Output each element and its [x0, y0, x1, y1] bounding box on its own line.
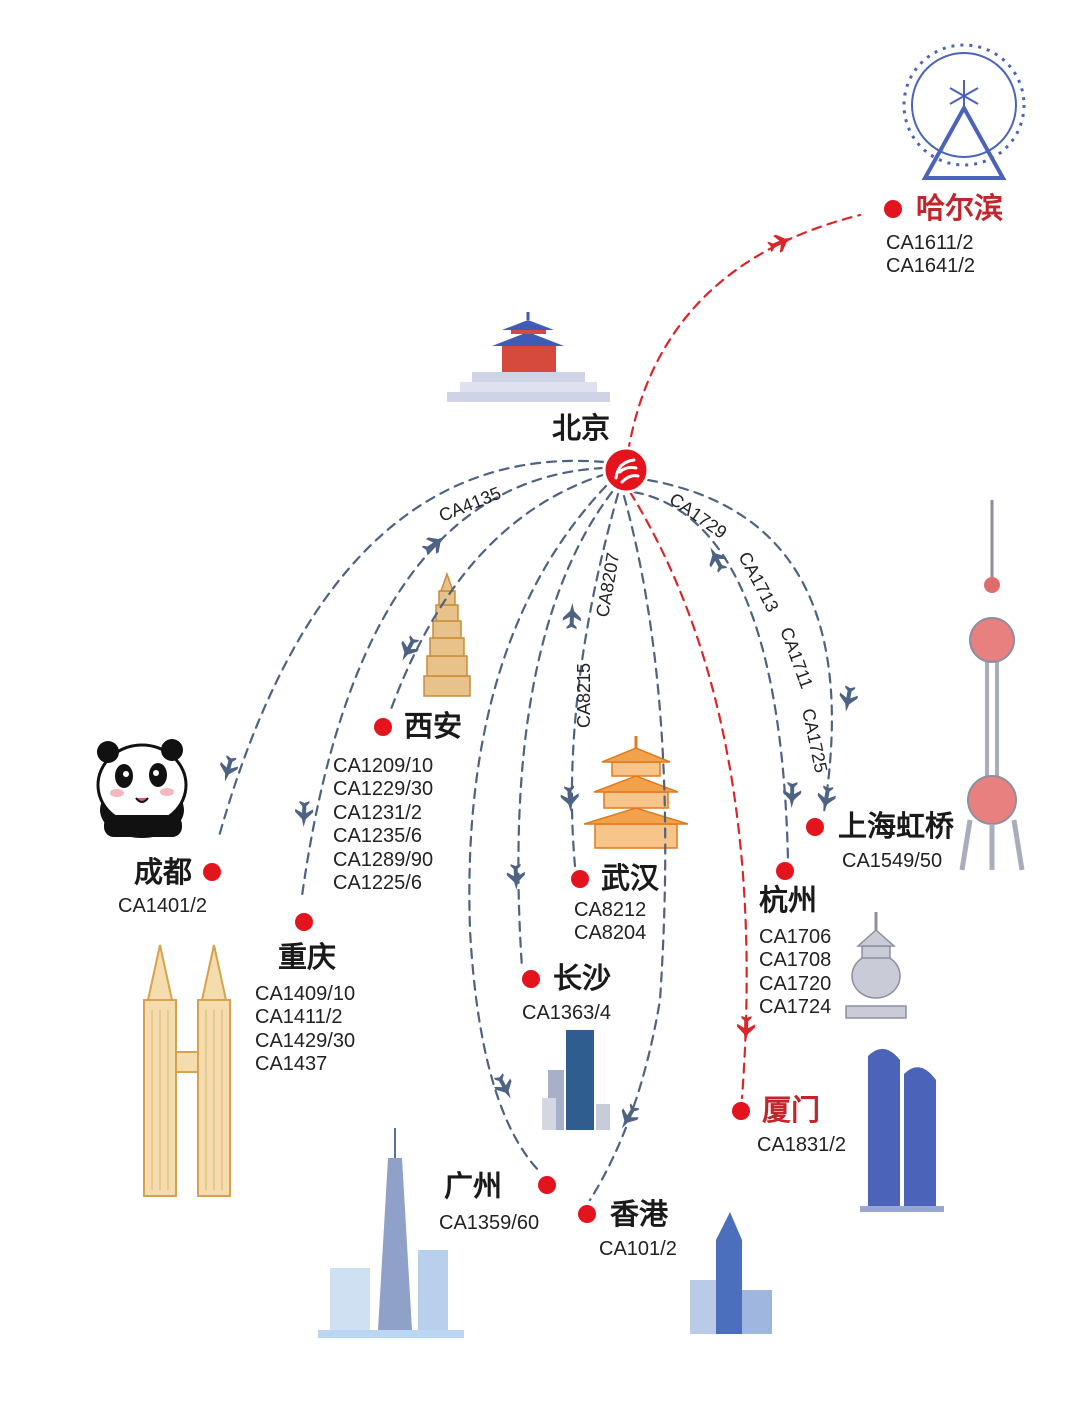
flight-number: CA1549/50 — [842, 850, 943, 872]
flight-number: CA1229/30 — [333, 778, 434, 801]
route-label-ca1729: CA1729 — [666, 489, 731, 543]
xiamen-towers-icon — [860, 1048, 944, 1212]
flight-number: CA1429/30 — [255, 1029, 356, 1052]
route-beijing-guangzhou — [468, 484, 608, 1174]
flight-number: CA101/2 — [599, 1238, 677, 1260]
route-label-ca1713: CA1713 — [734, 548, 782, 615]
city-dot-chongqing — [295, 913, 313, 931]
route-beijing-harbin — [626, 213, 862, 454]
city-dot-harbin — [884, 200, 902, 218]
flight-number: CA1231/2 — [333, 801, 422, 824]
skyscraper-icon — [542, 1030, 610, 1130]
city-dot-xiamen — [732, 1102, 750, 1120]
city-name-hangzhou: 杭州 — [759, 883, 818, 917]
flight-number: CA1209/10 — [333, 755, 434, 777]
flight-list-harbin: CA1611/2 CA1641/2 — [886, 232, 975, 279]
city-dot-changsha — [522, 970, 540, 988]
city-name-wuhan: 武汉 — [601, 861, 660, 895]
flight-list-xiamen: CA1831/2 — [757, 1134, 846, 1157]
flight-number: CA1831/2 — [757, 1134, 846, 1156]
flight-list-chengdu: CA1401/2 — [118, 895, 207, 918]
city-dot-xian — [374, 718, 392, 736]
city-dot-shanghai-hongqiao — [806, 818, 824, 836]
city-name-chongqing: 重庆 — [278, 940, 337, 974]
air-china-logo-icon — [602, 446, 650, 494]
city-name-guangzhou: 广州 — [444, 1169, 503, 1203]
city-dot-hongkong — [578, 1205, 596, 1223]
flight-number: CA1437 — [255, 1053, 328, 1076]
flight-number: CA1359/60 — [439, 1212, 540, 1234]
city-name-shanghai-hongqiao: 上海虹桥 — [838, 809, 955, 843]
city-name-changsha: 长沙 — [553, 961, 612, 995]
hk-skyline-icon — [690, 1212, 772, 1334]
city-name-chengdu: 成都 — [134, 855, 193, 889]
flight-number: CA1720 — [759, 972, 832, 995]
route-beijing-hongkong — [588, 494, 667, 1202]
flight-number: CA1724 — [759, 996, 832, 1019]
city-dot-hangzhou — [776, 862, 794, 880]
city-name-harbin: 哈尔滨 — [916, 191, 1004, 225]
yellow-crane-tower-icon — [583, 736, 689, 849]
flight-list-shanghai-hongqiao: CA1549/50 — [842, 850, 942, 873]
route-beijing-hangzhou — [632, 490, 790, 862]
city-name-hongkong: 香港 — [610, 1197, 669, 1231]
route-label-ca8215: CA8215 — [574, 663, 594, 728]
route-beijing-chengdu — [216, 459, 606, 842]
flight-number: CA1401/2 — [118, 895, 207, 917]
canton-tower-icon — [318, 1128, 464, 1338]
flight-number: CA8212 — [574, 899, 647, 921]
temple-of-heaven-icon — [447, 312, 610, 402]
flight-list-hangzhou: CA1706 CA1708 CA1720 CA1724 — [759, 926, 831, 1020]
route-label-ca1725: CA1725 — [798, 707, 831, 775]
flight-list-wuhan: CA8212 CA8204 — [574, 899, 646, 946]
flight-number: CA8204 — [574, 922, 647, 945]
flight-number: CA1289/90 — [333, 848, 434, 871]
flight-list-changsha: CA1363/4 — [522, 1002, 611, 1025]
stone-pagoda-icon — [845, 912, 907, 1019]
flight-number: CA1708 — [759, 949, 832, 972]
flight-number: CA1706 — [759, 926, 832, 948]
flight-number: CA1611/2 — [886, 232, 974, 254]
flight-number: CA1363/4 — [522, 1002, 611, 1024]
flight-list-guangzhou: CA1359/60 — [439, 1212, 539, 1235]
oriental-pearl-tower-icon — [959, 500, 1025, 871]
flight-number: CA1641/2 — [886, 255, 975, 278]
city-dot-chengdu — [203, 863, 221, 881]
route-label-ca4135: CA4135 — [436, 483, 504, 526]
ferris-wheel-icon — [902, 43, 1026, 180]
pagoda-icon — [423, 571, 471, 697]
panda-icon — [96, 739, 188, 838]
flight-number: CA1409/10 — [255, 983, 356, 1005]
route-label-ca1711: CA1711 — [776, 625, 817, 692]
flight-number: CA1225/6 — [333, 872, 422, 895]
city-name-xian: 西安 — [404, 709, 463, 743]
route-beijing-changsha — [517, 490, 614, 970]
route-beijing-xian — [388, 472, 608, 714]
route-label-ca8207: CA8207 — [592, 551, 623, 619]
flight-number: CA1235/6 — [333, 825, 422, 848]
city-dot-guangzhou — [538, 1176, 556, 1194]
route-beijing-wuhan — [570, 492, 620, 868]
flight-list-hongkong: CA101/2 — [599, 1238, 677, 1261]
route-beijing-shanghai — [646, 478, 833, 814]
city-name-xiamen: 厦门 — [762, 1093, 821, 1127]
flight-number: CA1411/2 — [255, 1006, 343, 1029]
city-name-beijing: 北京 — [552, 411, 611, 445]
flight-list-chongqing: CA1409/10 CA1411/2 CA1429/30 CA1437 — [255, 983, 355, 1077]
route-beijing-chongqing — [300, 466, 606, 898]
flight-list-xian: CA1209/10 CA1229/30 CA1231/2 CA1235/6 CA… — [333, 755, 433, 895]
twin-towers-icon — [143, 944, 231, 1197]
city-dot-wuhan — [571, 870, 589, 888]
